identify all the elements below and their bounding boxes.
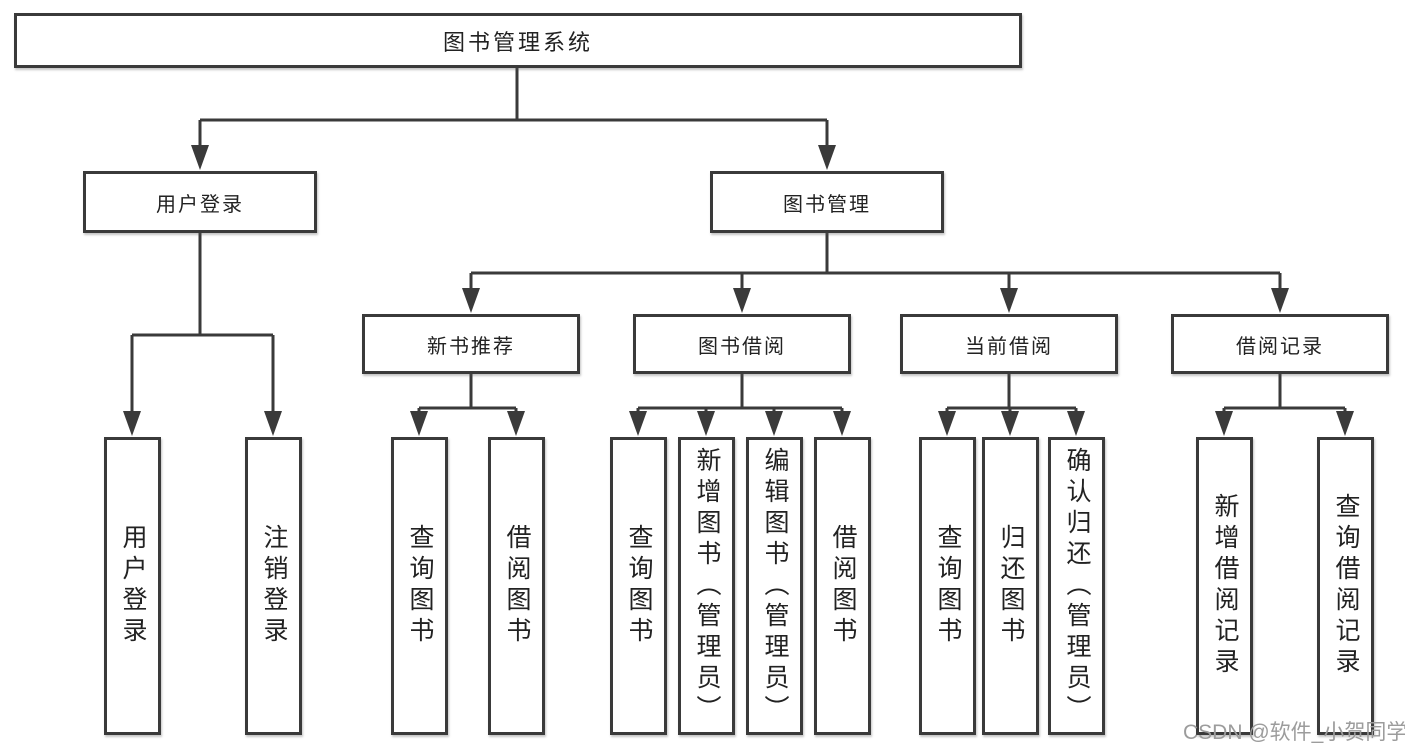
leaf-add-book-admin: 新增图书（管理员） [678, 437, 735, 735]
leaf-query-borrow-record: 查询借阅记录 [1317, 437, 1374, 735]
arrow-icon [833, 411, 851, 436]
connector-current-borrowing [945, 374, 1078, 416]
connector-user-login [130, 233, 275, 416]
leaf-query-book-borrowing-label: 查询图书 [625, 524, 653, 648]
arrowheads [123, 145, 1354, 436]
arrow-icon [733, 288, 751, 313]
leaf-confirm-return-admin: 确认归还（管理员） [1048, 437, 1105, 735]
arrow-icon [818, 145, 836, 170]
node-root: 图书管理系统 [14, 13, 1022, 68]
arrow-icon [410, 411, 428, 436]
node-book-borrowing-label: 图书借阅 [698, 335, 786, 358]
arrow-icon [765, 411, 783, 436]
leaf-query-book-recommend: 查询图书 [391, 437, 448, 735]
connector-root [198, 68, 829, 150]
node-user-login: 用户登录 [83, 171, 317, 233]
leaf-logout: 注销登录 [245, 437, 302, 735]
leaf-query-book-borrowing: 查询图书 [610, 437, 667, 735]
arrow-icon [629, 411, 647, 436]
leaf-logout-label: 注销登录 [260, 524, 288, 648]
leaf-borrow-book: 借阅图书 [814, 437, 871, 735]
leaf-query-book-current-label: 查询图书 [934, 524, 962, 648]
node-book-management: 图书管理 [710, 171, 944, 233]
node-borrow-records-label: 借阅记录 [1236, 335, 1324, 358]
leaf-add-borrow-record-label: 新增借阅记录 [1211, 493, 1239, 679]
arrow-icon [1000, 288, 1018, 313]
connector-borrow-records [1222, 374, 1347, 416]
connector-new-book-recommend [417, 374, 518, 416]
node-new-book-recommend-label: 新书推荐 [427, 335, 515, 358]
arrow-icon [1271, 288, 1289, 313]
arrow-icon [938, 411, 956, 436]
connector-book-borrowing [636, 374, 844, 416]
connector-book-management [469, 233, 1282, 293]
leaf-query-borrow-record-label: 查询借阅记录 [1332, 493, 1360, 679]
leaf-edit-book-admin-label: 编辑图书（管理员） [761, 446, 789, 726]
arrow-icon [462, 288, 480, 313]
leaf-add-borrow-record: 新增借阅记录 [1196, 437, 1253, 735]
watermark: CSDN @软件_小贺同学 [1183, 721, 1405, 744]
node-book-management-label: 图书管理 [783, 193, 871, 216]
leaf-query-book-current: 查询图书 [919, 437, 976, 735]
arrow-icon [1336, 411, 1354, 436]
node-current-borrowing-label: 当前借阅 [965, 335, 1053, 358]
leaf-user-login-label: 用户登录 [119, 524, 147, 648]
node-new-book-recommend: 新书推荐 [362, 314, 580, 374]
node-current-borrowing: 当前借阅 [900, 314, 1118, 374]
leaf-borrow-book-recommend: 借阅图书 [488, 437, 545, 735]
node-borrow-records: 借阅记录 [1171, 314, 1389, 374]
arrow-icon [697, 411, 715, 436]
node-user-login-label: 用户登录 [156, 193, 244, 216]
leaf-query-book-recommend-label: 查询图书 [406, 524, 434, 648]
node-root-label: 图书管理系统 [442, 29, 593, 55]
arrow-icon [1067, 411, 1085, 436]
node-book-borrowing: 图书借阅 [633, 314, 851, 374]
arrow-icon [507, 411, 525, 436]
leaf-borrow-book-label: 借阅图书 [829, 524, 857, 648]
leaf-edit-book-admin: 编辑图书（管理员） [746, 437, 803, 735]
leaf-borrow-book-recommend-label: 借阅图书 [503, 524, 531, 648]
leaf-confirm-return-admin-label: 确认归还（管理员） [1063, 446, 1091, 726]
leaf-return-book-label: 归还图书 [997, 524, 1025, 648]
arrow-icon [1001, 411, 1019, 436]
arrow-icon [264, 411, 282, 436]
arrow-icon [123, 411, 141, 436]
arrow-icon [191, 145, 209, 170]
leaf-user-login: 用户登录 [104, 437, 161, 735]
leaf-add-book-admin-label: 新增图书（管理员） [693, 446, 721, 726]
leaf-return-book: 归还图书 [982, 437, 1039, 735]
arrow-icon [1215, 411, 1233, 436]
